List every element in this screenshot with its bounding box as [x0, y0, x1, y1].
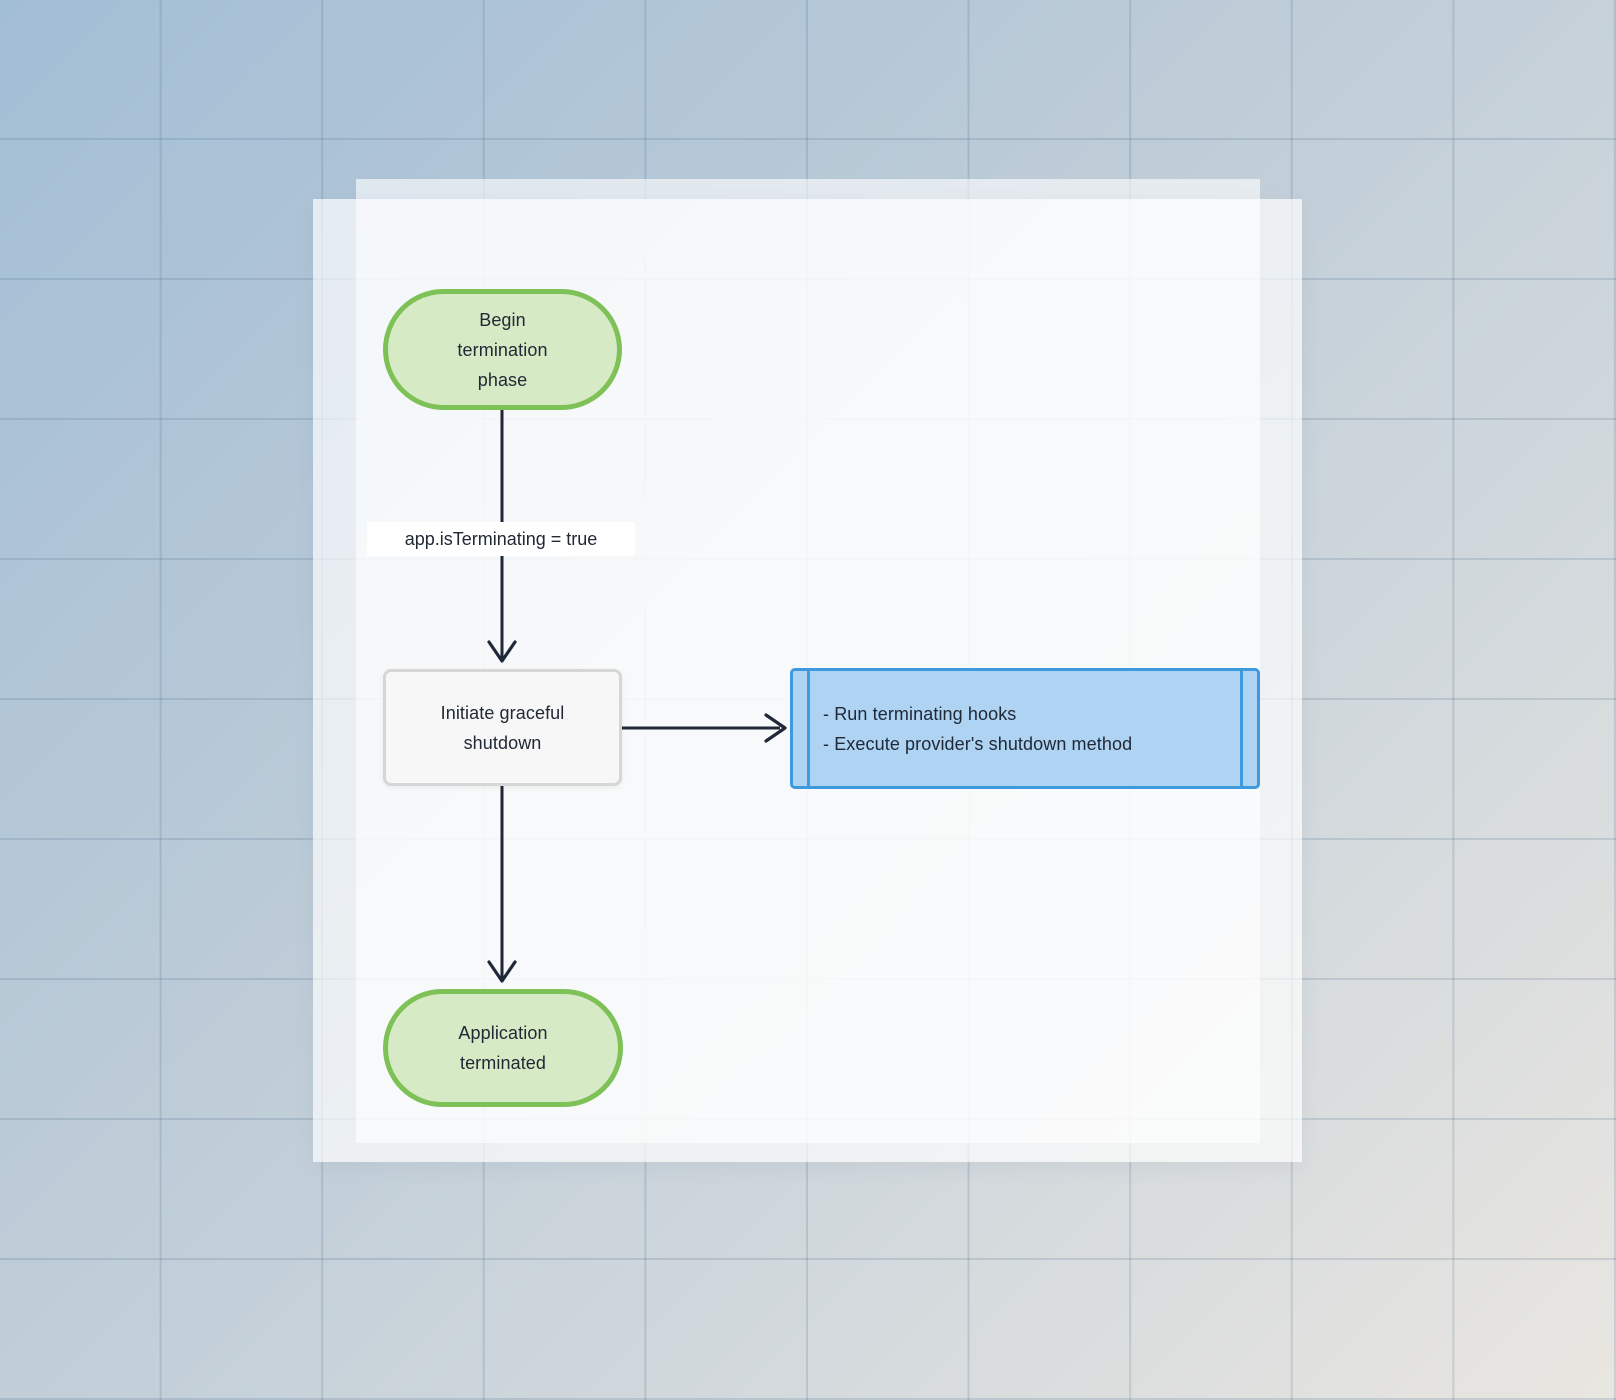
node-begin-termination-phase: Begin termination phase — [383, 289, 622, 410]
node-label-line: Initiate graceful — [440, 702, 565, 723]
node-label-line: termination — [457, 339, 548, 360]
node-label-line: shutdown — [463, 732, 542, 753]
node-application-terminated: Application terminated — [383, 989, 623, 1107]
node-run-terminating-hooks: - Run terminating hooks - Execute provid… — [790, 668, 1260, 789]
subroutine-right-bar — [1240, 671, 1243, 786]
subroutine-left-bar — [807, 671, 810, 786]
node-label-line: Application — [458, 1023, 548, 1043]
node-label-line: - Run terminating hooks — [823, 703, 1017, 724]
edge-label-app-isterminating: app.isTerminating = true — [367, 522, 635, 556]
node-label-line: terminated — [459, 1053, 547, 1073]
node-label-line: Begin — [479, 309, 526, 330]
node-initiate-graceful-shutdown: Initiate graceful shutdown — [383, 669, 622, 786]
node-label-line: phase — [477, 369, 528, 390]
node-label-line: - Execute provider's shutdown method — [823, 733, 1133, 754]
